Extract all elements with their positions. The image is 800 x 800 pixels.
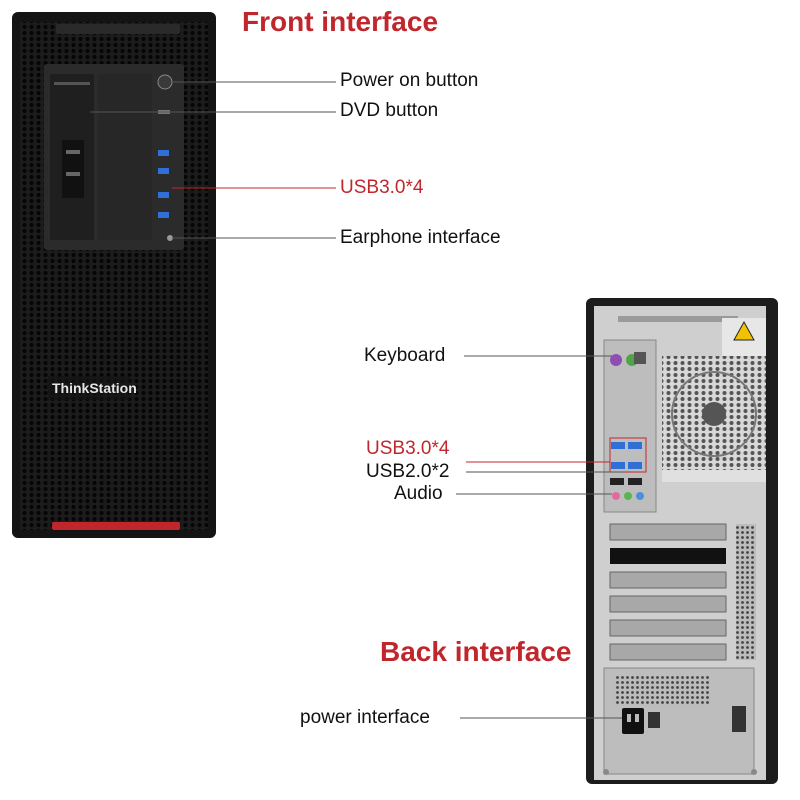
- front-interface-heading: Front interface: [242, 6, 439, 37]
- front-usb-port-3: [158, 192, 169, 198]
- front-cover-door: [98, 74, 152, 240]
- front-usb-port-2: [158, 168, 169, 174]
- label-keyboard: Keyboard: [364, 345, 446, 366]
- label-power-on-button: Power on button: [340, 70, 479, 91]
- front-usb-port-1: [158, 150, 169, 156]
- lock-loop: [732, 706, 746, 732]
- card-reader: [62, 140, 84, 198]
- audio-in-jack: [636, 492, 644, 500]
- label-power-interface: power interface: [300, 707, 430, 728]
- power-button-shape: [157, 74, 173, 90]
- serial-label: [662, 470, 766, 482]
- front-drive-bay: [44, 64, 184, 250]
- audio-out-jack: [624, 492, 632, 500]
- earphone-jack-shape: [167, 235, 173, 241]
- expansion-slots: [609, 523, 727, 661]
- back-tower: [586, 298, 778, 784]
- label-dvd-button: DVD button: [340, 100, 439, 121]
- power-socket: [622, 708, 644, 734]
- leader-lines: [90, 81, 626, 719]
- label-back-usb30: USB3.0*4: [366, 438, 450, 459]
- brand-logo: ThinkStation: [52, 380, 137, 396]
- front-usb-port-4: [158, 212, 169, 218]
- label-back-usb20: USB2.0*2: [366, 461, 450, 482]
- front-tower: ThinkStation: [12, 12, 216, 538]
- front-bottom-accent: [52, 522, 180, 530]
- ethernet-port: [634, 352, 646, 364]
- front-top-handle: [56, 24, 180, 34]
- label-front-usb30: USB3.0*4: [340, 177, 424, 198]
- back-interface-heading: Back interface: [380, 636, 572, 667]
- io-shield: [603, 339, 657, 513]
- label-earphone-interface: Earphone interface: [340, 227, 501, 248]
- audio-mic-jack: [612, 492, 620, 500]
- label-audio: Audio: [394, 483, 443, 504]
- ps2-keyboard-port: [610, 354, 622, 366]
